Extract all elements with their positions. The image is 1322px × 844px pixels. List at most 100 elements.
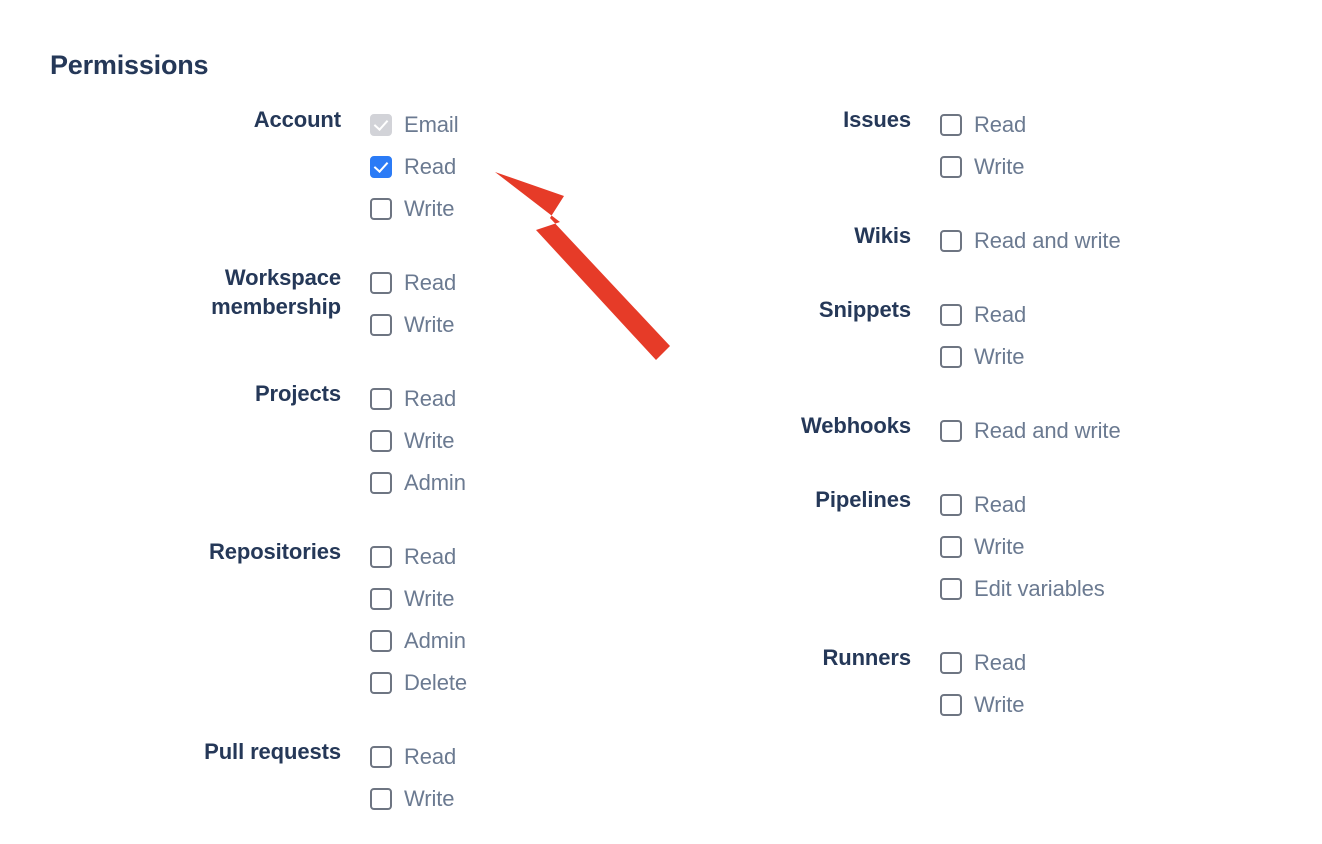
permission-option-row[interactable]: Admin	[370, 620, 467, 662]
checkbox-read[interactable]	[370, 546, 392, 568]
permission-option-row[interactable]: Read	[370, 146, 459, 188]
checkbox-label: Write	[974, 344, 1025, 369]
checkbox-write[interactable]	[940, 156, 962, 178]
permission-group-label: Pipelines	[815, 487, 911, 512]
permission-group-label: Issues	[843, 107, 911, 132]
permission-group-label: Pull requests	[204, 739, 341, 764]
permission-option-row[interactable]: Write	[370, 188, 459, 230]
permission-group: Wikis Read and write	[660, 220, 1121, 262]
permission-option-row[interactable]: Delete	[370, 662, 467, 704]
checkbox-read[interactable]	[940, 652, 962, 674]
permission-option-row[interactable]: Read	[370, 378, 466, 420]
checkbox-label: Write	[974, 692, 1025, 717]
checkbox-label: Write	[404, 786, 455, 811]
permission-option-row[interactable]: Write	[940, 684, 1026, 726]
permission-group-label: Runners	[822, 645, 911, 670]
permission-group-label: Snippets	[818, 297, 911, 322]
checkbox-label: Read	[974, 302, 1027, 327]
checkbox-edit-variables[interactable]	[940, 578, 962, 600]
permission-option-row[interactable]: Read and write	[940, 220, 1121, 262]
checkbox-write[interactable]	[940, 536, 962, 558]
permission-option-row[interactable]: Write	[370, 578, 467, 620]
checkbox-label: Delete	[404, 670, 467, 695]
permission-option-row[interactable]: Read	[940, 484, 1105, 526]
permission-option-row[interactable]: Write	[940, 146, 1026, 188]
checkbox-read-and-write[interactable]	[940, 230, 962, 252]
permission-option-row[interactable]: Read	[370, 536, 467, 578]
permission-option-row[interactable]: Read	[370, 262, 456, 304]
checkbox-label: Admin	[404, 628, 466, 653]
checkbox-write[interactable]	[940, 346, 962, 368]
checkbox-read[interactable]	[940, 304, 962, 326]
checkbox-read[interactable]	[370, 388, 392, 410]
permission-option-row[interactable]: Write	[940, 526, 1105, 568]
checkbox-label: Read	[404, 386, 457, 411]
checkbox-label: Write	[404, 312, 455, 337]
checkbox-label: Write	[974, 154, 1025, 179]
checkbox-label: Read	[974, 492, 1027, 517]
permission-option-row[interactable]: Write	[940, 336, 1026, 378]
checkbox-label: Write	[404, 428, 455, 453]
checkbox-write[interactable]	[370, 588, 392, 610]
checkbox-label: Read	[404, 744, 457, 769]
checkbox-label: Read	[404, 154, 457, 179]
checkbox-read[interactable]	[370, 746, 392, 768]
checkbox-write[interactable]	[370, 788, 392, 810]
checkbox-read-and-write[interactable]	[940, 420, 962, 442]
permission-option-row[interactable]: Write	[370, 304, 456, 346]
checkbox-read[interactable]	[940, 114, 962, 136]
checkbox-label: Read and write	[974, 418, 1121, 443]
checkbox-admin[interactable]	[370, 472, 392, 494]
permission-option-row[interactable]: Email	[370, 104, 459, 146]
checkbox-label: Write	[404, 586, 455, 611]
permission-group-label: Account	[253, 107, 341, 132]
permission-option-row[interactable]: Read	[940, 294, 1026, 336]
permission-option-row[interactable]: Read	[940, 104, 1026, 146]
checkbox-write[interactable]	[940, 694, 962, 716]
permission-option-row[interactable]: Read	[940, 642, 1026, 684]
permission-group: Webhooks Read and write	[660, 410, 1121, 452]
permission-option-row[interactable]: Read	[370, 736, 456, 778]
checkbox-delete[interactable]	[370, 672, 392, 694]
page-title: Permissions	[50, 50, 209, 80]
checkbox-write[interactable]	[370, 198, 392, 220]
checkbox-read[interactable]	[370, 272, 392, 294]
checkbox-read[interactable]	[940, 494, 962, 516]
checkbox-label: Read	[404, 270, 457, 295]
permission-option-row[interactable]: Admin	[370, 462, 466, 504]
permission-group-label: Projects	[254, 381, 341, 406]
permission-option-row[interactable]: Read and write	[940, 410, 1121, 452]
checkbox-label: Read	[404, 544, 457, 569]
permission-option-row[interactable]: Edit variables	[940, 568, 1105, 610]
checkbox-read[interactable]	[370, 156, 392, 178]
checkbox-write[interactable]	[370, 314, 392, 336]
checkbox-label: Email	[404, 112, 459, 137]
checkbox-email	[370, 114, 392, 136]
checkbox-label: Read	[974, 650, 1027, 675]
checkbox-label: Write	[974, 534, 1025, 559]
checkbox-admin[interactable]	[370, 630, 392, 652]
permission-group-label: Wikis	[854, 223, 911, 248]
permission-option-list: Read and write	[940, 410, 1121, 452]
permission-option-row[interactable]: Write	[370, 420, 466, 462]
permission-option-row[interactable]: Write	[370, 778, 456, 820]
permission-group-label: Workspace membership	[211, 265, 341, 319]
checkbox-write[interactable]	[370, 430, 392, 452]
checkbox-label: Read and write	[974, 228, 1121, 253]
checkbox-label: Admin	[404, 470, 466, 495]
permission-group-label: Webhooks	[800, 413, 911, 438]
